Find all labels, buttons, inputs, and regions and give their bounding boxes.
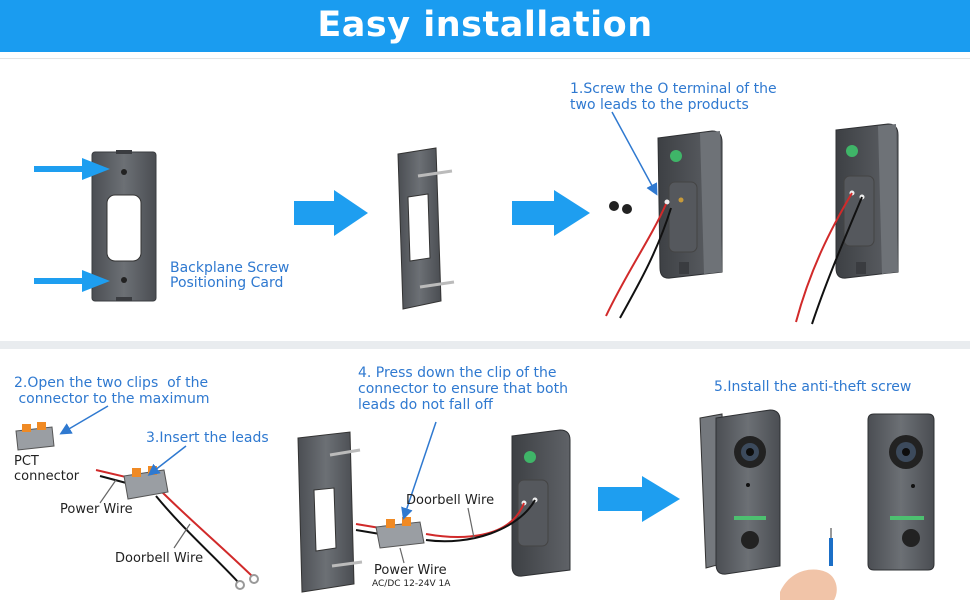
arrow-icon <box>294 190 368 236</box>
panel-divider <box>0 341 970 349</box>
pointer-line <box>99 479 117 504</box>
screw-position-arrow-bottom <box>34 270 110 292</box>
screwdriver-hand <box>780 528 837 600</box>
doorbell-back-1 <box>657 130 723 279</box>
step1-caption: 1.Screw the O terminal of the two leads … <box>570 81 777 113</box>
step3-caption: 3.Insert the leads <box>146 430 269 446</box>
pointer-line <box>59 405 109 435</box>
doorbell-wire-label: Doorbell Wire <box>115 551 204 566</box>
pct-connector <box>15 422 55 451</box>
doorbell-back-3 <box>511 429 571 577</box>
terminal-screws <box>609 201 632 214</box>
power-wire-label: Power Wire <box>60 502 133 517</box>
arrow-icon <box>598 476 680 522</box>
pointer-line <box>399 547 405 564</box>
step2-caption: 2.Open the two clips of the connector to… <box>14 375 210 407</box>
backplate-wired <box>297 431 363 593</box>
connector-with-leads <box>95 466 259 590</box>
wires-1 <box>605 203 672 319</box>
power-wire-label-2: Power Wire <box>374 563 447 578</box>
step4-caption: 4. Press down the clip of the connector … <box>358 365 568 413</box>
pointer-line <box>611 111 658 196</box>
pointer-line <box>467 507 475 539</box>
backplane-label: Backplane Screw Positioning Card <box>170 260 290 291</box>
doorbell-front-mounted <box>699 409 781 575</box>
doorbell-back-2 <box>835 123 899 279</box>
page-title: Easy installation <box>0 0 970 52</box>
wires-2 <box>795 192 863 325</box>
backplate-with-screws <box>397 147 455 310</box>
screw-position-arrow-top <box>34 158 110 180</box>
pointer-line <box>173 523 191 549</box>
arrow-icon <box>512 190 590 236</box>
backplate-front <box>91 150 157 302</box>
pointer-line <box>401 421 437 520</box>
wires-3 <box>355 499 536 549</box>
doorbell-wire-label-2: Doorbell Wire <box>406 493 495 508</box>
pointer-line <box>147 445 187 476</box>
top-panel <box>0 58 970 342</box>
step5-caption: 5.Install the anti-theft screw <box>714 379 912 395</box>
doorbell-front <box>867 413 935 571</box>
pct-connector-label: PCT connector <box>14 454 80 484</box>
power-spec-label: AC/DC 12-24V 1A <box>372 579 451 589</box>
